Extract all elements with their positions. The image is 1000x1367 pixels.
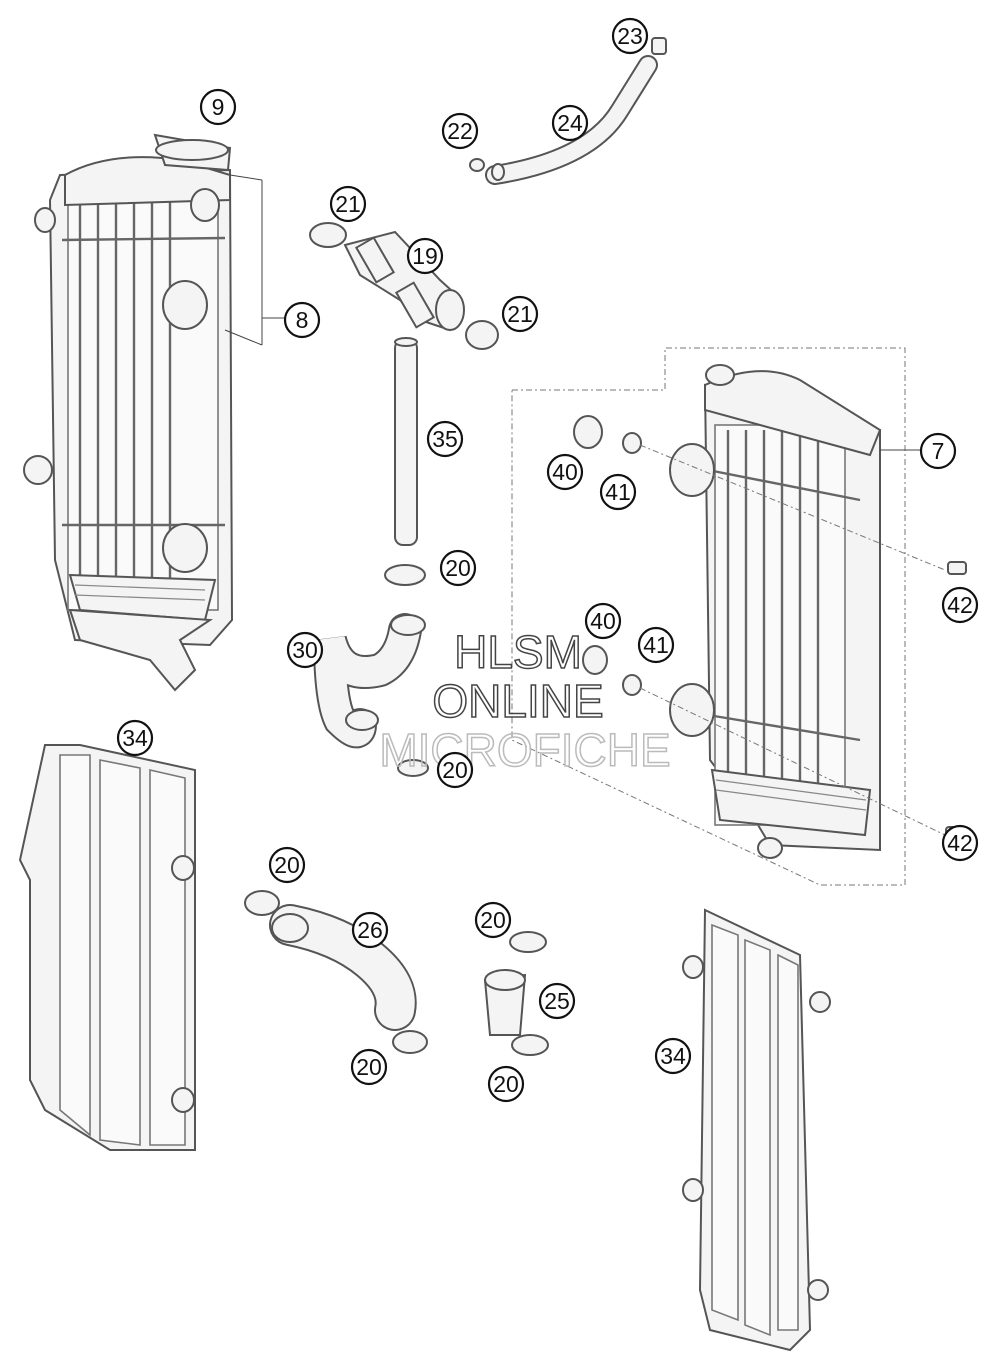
clamp-hose25-top [509,931,547,953]
callout-19: 19 [406,237,444,275]
clamp-hose30 [397,759,429,777]
grommet-lower [582,645,608,675]
svg-text:20: 20 [445,555,471,581]
watermark: HLSM ONLINE MICROFICHE [379,625,672,777]
svg-text:21: 21 [507,301,533,327]
svg-text:20: 20 [442,757,468,783]
callout-20-hose25-top: 20 [474,901,512,939]
callout-26: 26 [351,911,389,949]
svg-text:41: 41 [643,632,669,658]
callout-20-hose30: 20 [436,751,474,789]
callout-40-upper: 40 [546,453,584,491]
callout-24: 24 [551,104,589,142]
hose-clamp-top [309,222,347,248]
coolant-pipe [394,337,418,546]
callout-41-lower: 41 [637,626,675,664]
svg-text:9: 9 [212,94,225,120]
radiator-cap [153,133,232,172]
callout-30: 30 [286,631,324,669]
callout-40-lower: 40 [584,602,622,640]
svg-text:34: 34 [660,1043,686,1069]
clamp-pipe [384,564,426,586]
svg-text:20: 20 [274,852,300,878]
svg-text:22: 22 [447,118,473,144]
svg-text:23: 23 [617,23,643,49]
svg-text:20: 20 [493,1071,519,1097]
grommet-upper [573,415,603,449]
bolt-upper [947,561,967,575]
callout-20-hose26-bottom: 20 [350,1048,388,1086]
svg-text:40: 40 [590,608,616,634]
svg-text:30: 30 [292,637,318,663]
callout-35: 35 [426,420,464,458]
svg-text:7: 7 [932,438,945,464]
callout-34-left: 34 [116,719,154,757]
hose-25 [483,969,527,1036]
thermostat-connector [343,230,465,332]
washer-lower [622,674,946,836]
svg-text:20: 20 [356,1054,382,1080]
right-shroud [682,908,831,1352]
hose-26 [269,904,417,1031]
svg-text:24: 24 [557,110,583,136]
svg-text:40: 40 [552,459,578,485]
svg-text:34: 34 [122,725,148,751]
callout-42-lower: 42 [941,824,979,862]
svg-text:42: 42 [947,830,973,856]
callout-42-upper: 42 [941,586,979,624]
clamp-hose25-bottom [511,1034,549,1056]
callout-20-pipe: 20 [439,549,477,587]
callout-20-hose26-top: 20 [268,846,306,884]
svg-text:42: 42 [947,592,973,618]
hose-fitting [651,37,667,55]
callout-9: 9 [199,88,237,126]
callout-21-top: 21 [329,185,367,223]
callout-41-upper: 41 [599,473,637,511]
svg-text:19: 19 [412,243,438,269]
callout-23: 23 [611,17,649,55]
callout-34-right: 34 [654,1037,692,1075]
svg-text:25: 25 [544,988,570,1014]
watermark-line3: MICROFICHE [379,724,670,776]
watermark-line2: ONLINE [432,675,603,727]
svg-text:35: 35 [432,426,458,452]
watermark-line1: HLSM [454,626,582,678]
right-radiator [511,347,920,886]
callout-22: 22 [441,112,479,150]
callout-7: 7 [919,432,957,470]
svg-text:26: 26 [357,917,383,943]
svg-text:8: 8 [296,307,309,333]
hose-30 [313,613,426,749]
callout-20-hose25-bottom: 20 [487,1065,525,1103]
small-clamp [469,158,485,172]
overflow-hose [485,55,658,185]
svg-text:20: 20 [480,907,506,933]
clamp-hose26-bottom [392,1030,428,1054]
svg-text:41: 41 [605,479,631,505]
callout-8: 8 [283,301,321,339]
clamp-hose26-top [244,890,280,916]
callout-25: 25 [538,982,576,1020]
washer-upper [622,432,946,571]
left-radiator [23,156,285,692]
left-shroud [18,744,196,1151]
hose-clamp-right [465,320,499,350]
callout-21-right: 21 [501,295,539,333]
svg-text:21: 21 [335,191,361,217]
